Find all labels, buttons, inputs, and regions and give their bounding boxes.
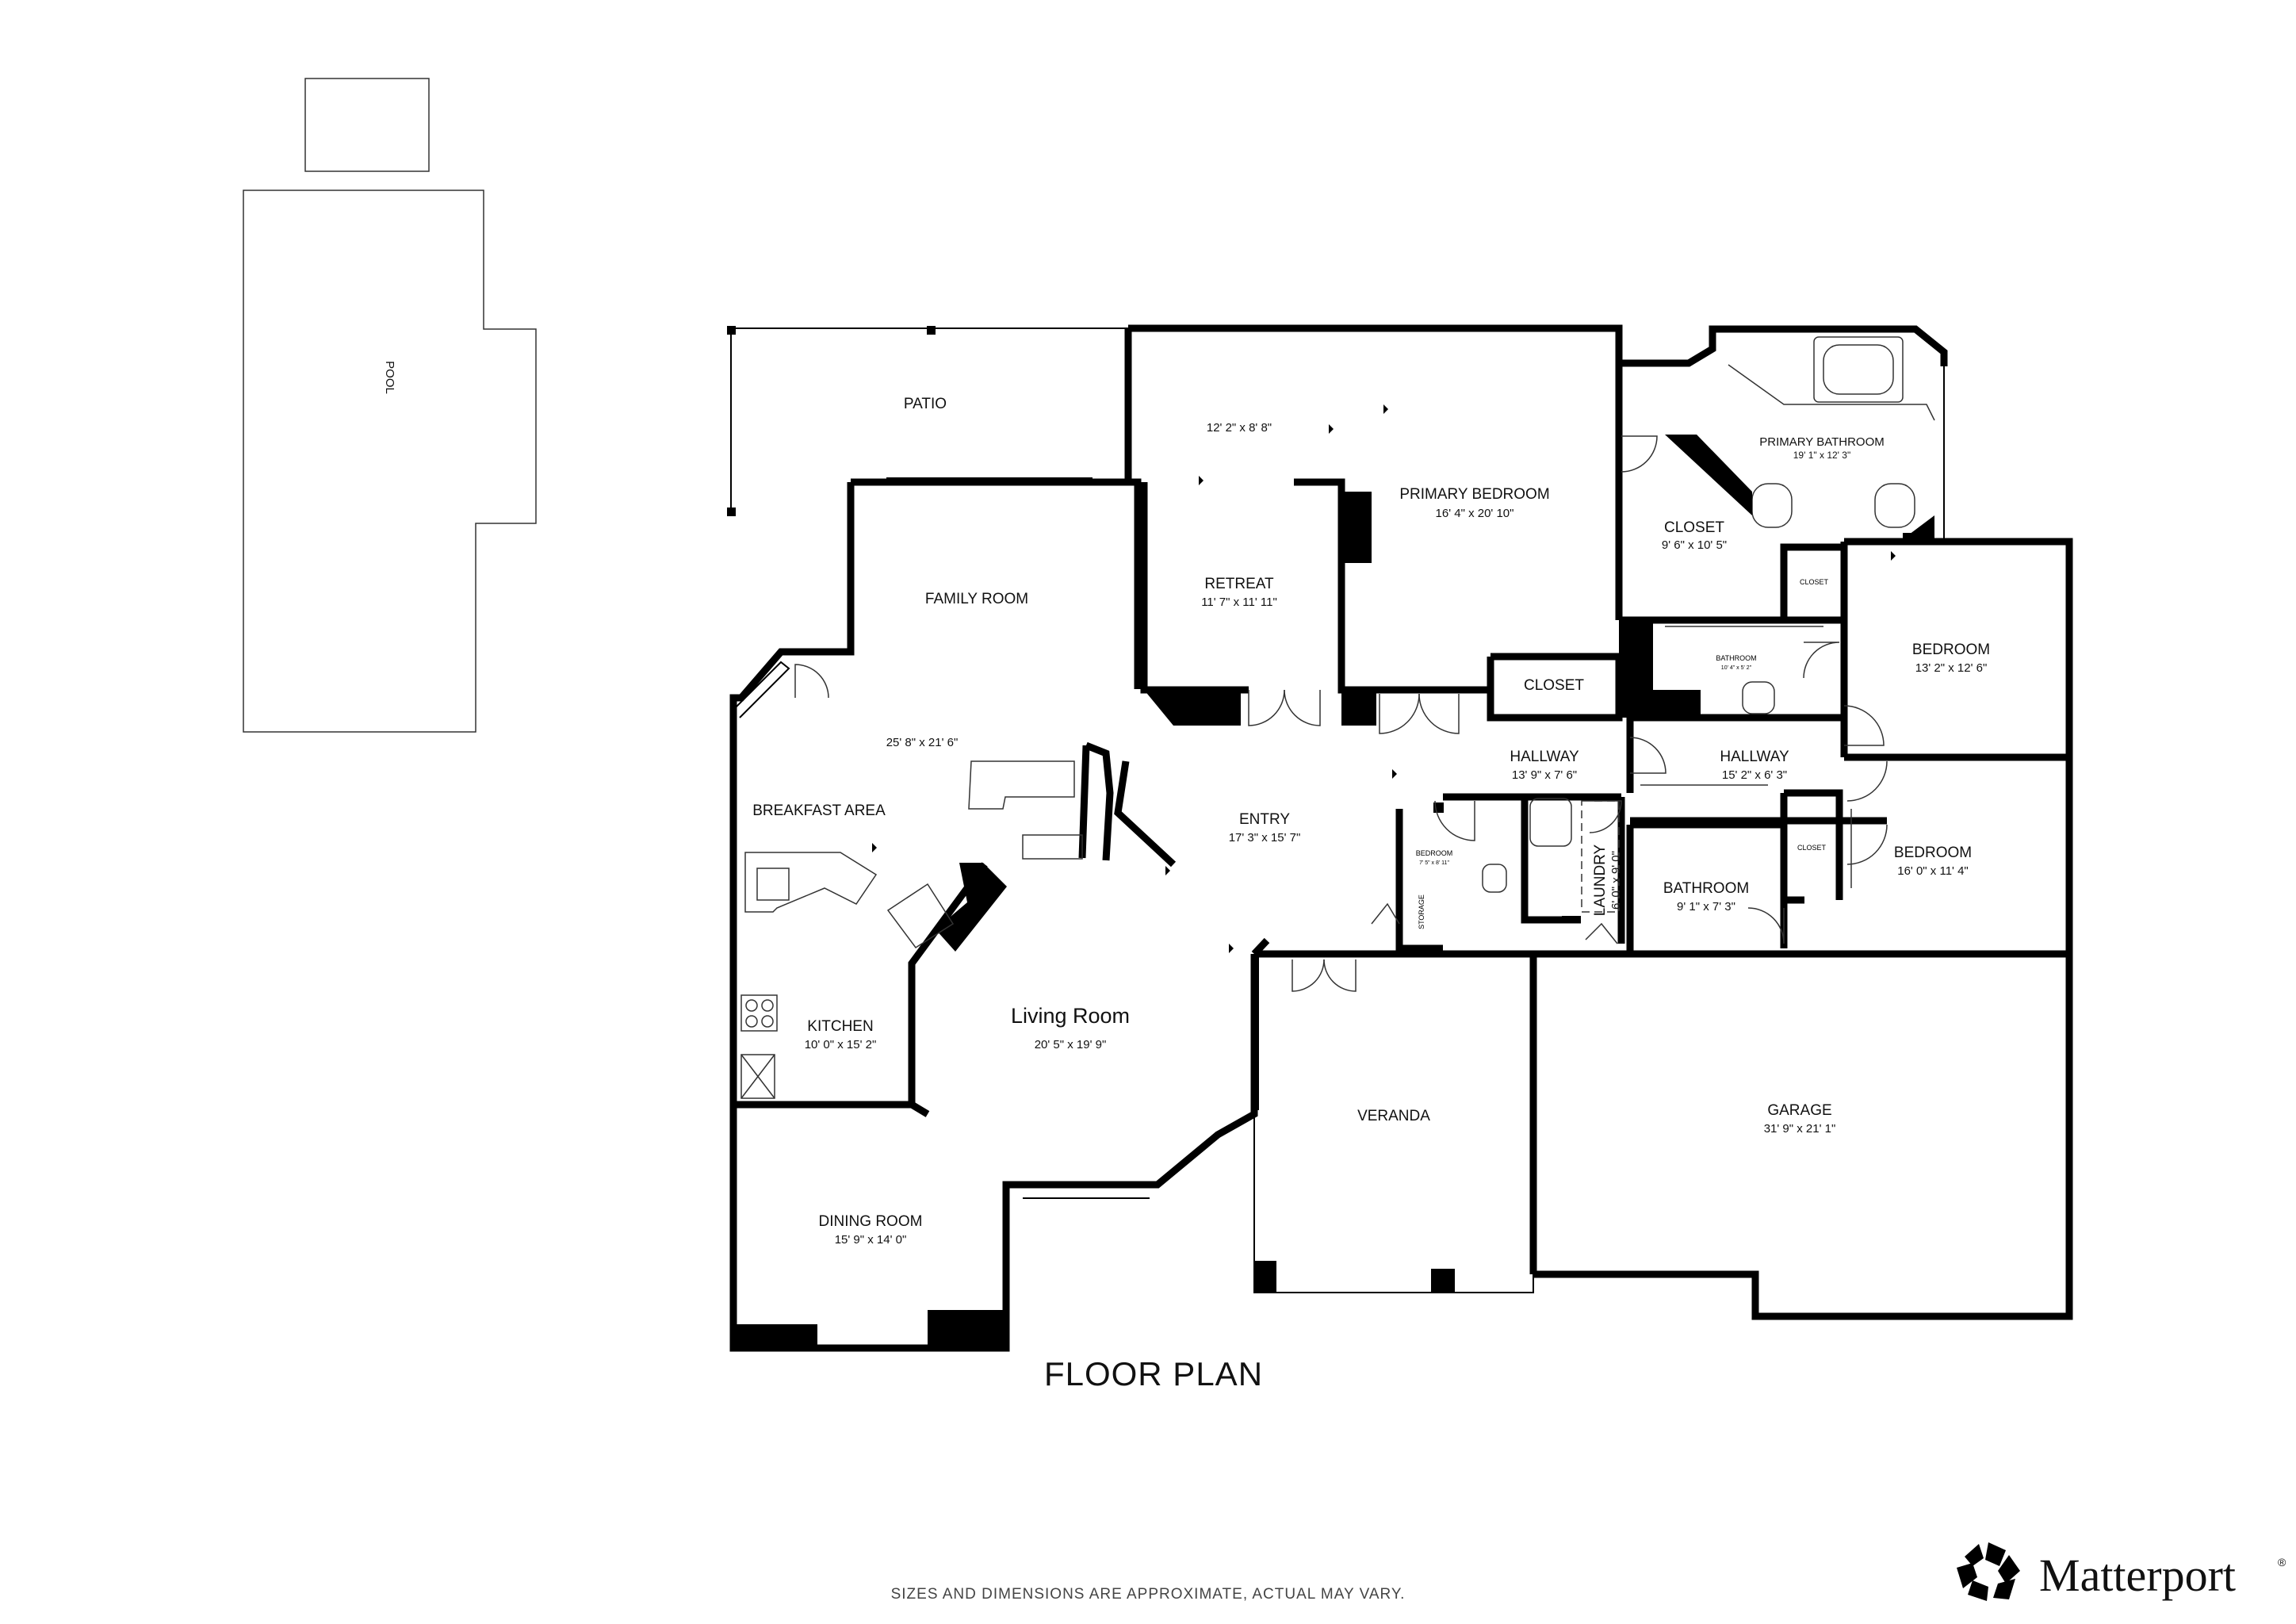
entry-label: ENTRY: [1239, 811, 1290, 828]
living-room-label: Living Room: [1011, 1004, 1130, 1028]
living-room-dims: 20' 5" x 19' 9": [1035, 1038, 1107, 1051]
bathroom-dims: 9' 1" x 7' 3": [1677, 900, 1735, 914]
floor-plan-title: FLOOR PLAN: [1044, 1355, 1263, 1392]
brand-trademark: ®: [2278, 1556, 2286, 1568]
fixtures: [740, 336, 1935, 1099]
doors: [794, 435, 1888, 992]
room-labels: 12' 2" x 8' 8" PRIMARY BEDROOM 16' 4" x …: [752, 421, 1990, 1247]
closet-bed-label: CLOSET: [1797, 844, 1827, 852]
bathroom-small-dims: 10' 4" x 5' 2": [1721, 665, 1752, 671]
door-breakfast: [794, 664, 829, 699]
kitchen-label: KITCHEN: [807, 1018, 873, 1035]
closet-main-label: CLOSET: [1664, 519, 1724, 536]
unlabeled-room-dims: 12' 2" x 8' 8": [1207, 421, 1272, 435]
entry-dims: 17' 3" x 15' 7": [1229, 831, 1301, 845]
breakfast-area-label: BREAKFAST AREA: [752, 802, 886, 819]
veranda-label: VERANDA: [1357, 1108, 1430, 1124]
bedroom-small-dims: 7' 5" x 8' 11": [1419, 860, 1449, 866]
closet-hall-label: CLOSET: [1524, 677, 1584, 694]
bedroom-2-dims: 16' 0" x 11' 4": [1897, 864, 1969, 878]
family-room-dims: 25' 8" x 21' 6": [886, 736, 959, 749]
garage-label: GARAGE: [1767, 1102, 1831, 1119]
closet-small-label: CLOSET: [1800, 578, 1829, 586]
stove-icon: [740, 994, 778, 1032]
pool-outline: [243, 190, 537, 733]
family-room-label: FAMILY ROOM: [925, 591, 1028, 607]
garage-dims: 31' 9" x 21' 1": [1764, 1122, 1836, 1136]
primary-bedroom-dims: 16' 4" x 20' 10": [1436, 507, 1514, 520]
patio-label: PATIO: [904, 396, 947, 412]
breakfast-bay-window: [733, 661, 790, 888]
bedroom-small-label: BEDROOM: [1416, 849, 1453, 857]
primary-bathroom-dims: 19' 1" x 12' 3": [1793, 450, 1850, 461]
primary-bedroom-label: PRIMARY BEDROOM: [1399, 486, 1549, 503]
laundry-dims: 6' 0" x 9' 0": [1609, 851, 1623, 910]
kitchen-dims: 10' 0" x 15' 2": [805, 1038, 877, 1051]
dining-room-label: DINING ROOM: [819, 1213, 923, 1230]
storage-label: STORAGE: [1418, 894, 1425, 929]
patio-area: PATIO: [727, 326, 1128, 516]
retreat-label: RETREAT: [1204, 576, 1274, 592]
hallway-2-label: HALLWAY: [1720, 749, 1789, 765]
hallway-1-dims: 13' 9" x 7' 6": [1512, 768, 1577, 782]
tick-marks: [872, 404, 1896, 953]
bedroom-1-label: BEDROOM: [1912, 642, 1990, 658]
pool-area: POOL: [243, 78, 537, 733]
brand-name: Matterport: [2039, 1549, 2236, 1601]
closet-main-dims: 9' 6" x 10' 5": [1662, 538, 1727, 552]
spa-outline: [304, 78, 430, 172]
bathroom-small-label: BATHROOM: [1716, 654, 1756, 662]
bedroom-1-dims: 13' 2" x 12' 6": [1915, 661, 1988, 675]
hallway-1-label: HALLWAY: [1510, 749, 1579, 765]
dining-room-dims: 15' 9" x 14' 0": [835, 1233, 907, 1247]
pool-label: POOL: [383, 361, 396, 394]
matterport-logo-icon: [1957, 1542, 2020, 1601]
interior-walls: [733, 363, 2069, 1348]
disclaimer-text: SIZES AND DIMENSIONS ARE APPROXIMATE, AC…: [891, 1586, 1406, 1603]
toilet-icon: [1742, 681, 1775, 714]
primary-bathroom-label: PRIMARY BATHROOM: [1759, 435, 1885, 449]
windows: [735, 325, 2072, 1351]
bathtub-icon: [1813, 336, 1904, 403]
retreat-dims: 11' 7" x 11' 11": [1201, 596, 1277, 609]
hallway-2-dims: 15' 2" x 6' 3": [1722, 768, 1787, 782]
laundry-label: LAUNDRY: [1592, 844, 1609, 916]
bathroom-label: BATHROOM: [1663, 880, 1749, 897]
bedroom-2-label: BEDROOM: [1894, 845, 1972, 861]
